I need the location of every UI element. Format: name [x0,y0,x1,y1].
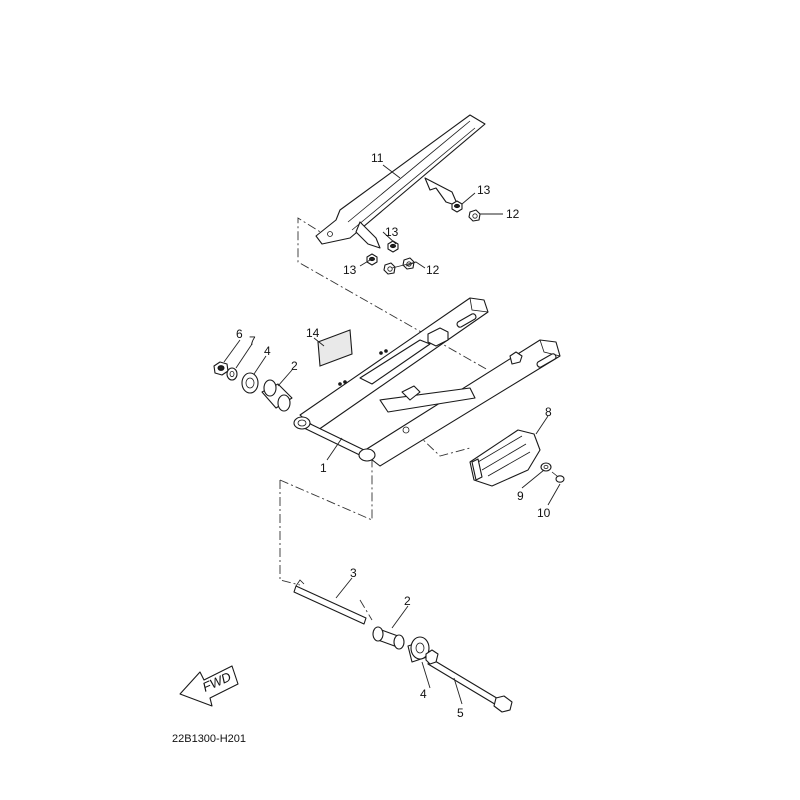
bushing-2-upper [261,379,293,412]
pivot-bolt-5 [425,649,513,713]
callout-13-mid: 13 [385,225,399,239]
callout-14: 14 [306,326,320,340]
callout-12-lower: 12 [426,263,440,277]
collar-4-lower [407,636,431,663]
callout-8: 8 [545,405,552,419]
screw-10 [551,471,565,483]
callout-11: 11 [371,151,384,165]
bolt-low-left [383,262,396,275]
nut-6 [213,361,229,376]
rear-arm [293,297,561,467]
callout-5: 5 [457,706,464,720]
callout-3: 3 [350,566,357,580]
bolt-top [468,209,481,222]
callout-12-upper: 12 [506,207,520,221]
leader-lines [223,164,561,705]
callouts: 11 13 12 13 13 12 6 7 4 2 14 1 8 9 10 3 … [236,151,552,720]
callout-2-upper: 2 [291,359,298,373]
bushing-2-lower [372,626,405,650]
collar-4-upper [241,372,259,394]
callout-1: 1 [320,461,327,475]
flange-nut-low [366,253,378,266]
label-plate [317,329,353,367]
callout-13-low: 13 [343,263,357,277]
chain-support [469,429,541,487]
flange-nut-top [451,200,463,213]
callout-10: 10 [537,506,551,520]
chain-support-fasteners [540,462,565,483]
washer-9 [540,462,552,472]
assembly-phantom-lines [279,217,489,621]
washer-7 [226,367,238,381]
callout-2-lower: 2 [404,594,411,608]
callout-7: 7 [249,334,256,348]
pivot-shaft-3 [293,579,367,625]
callout-4-upper: 4 [264,344,271,358]
callout-4-lower: 4 [420,687,427,701]
fwd-arrow-icon: FWD [179,665,239,707]
diagram-code: 22B1300-H201 [172,733,246,745]
callout-13-top: 13 [477,183,491,197]
callout-9: 9 [517,489,524,503]
chain-case-fasteners [366,200,481,275]
callout-6: 6 [236,327,243,341]
flange-nut-mid [387,240,399,253]
chain-case [315,114,486,249]
